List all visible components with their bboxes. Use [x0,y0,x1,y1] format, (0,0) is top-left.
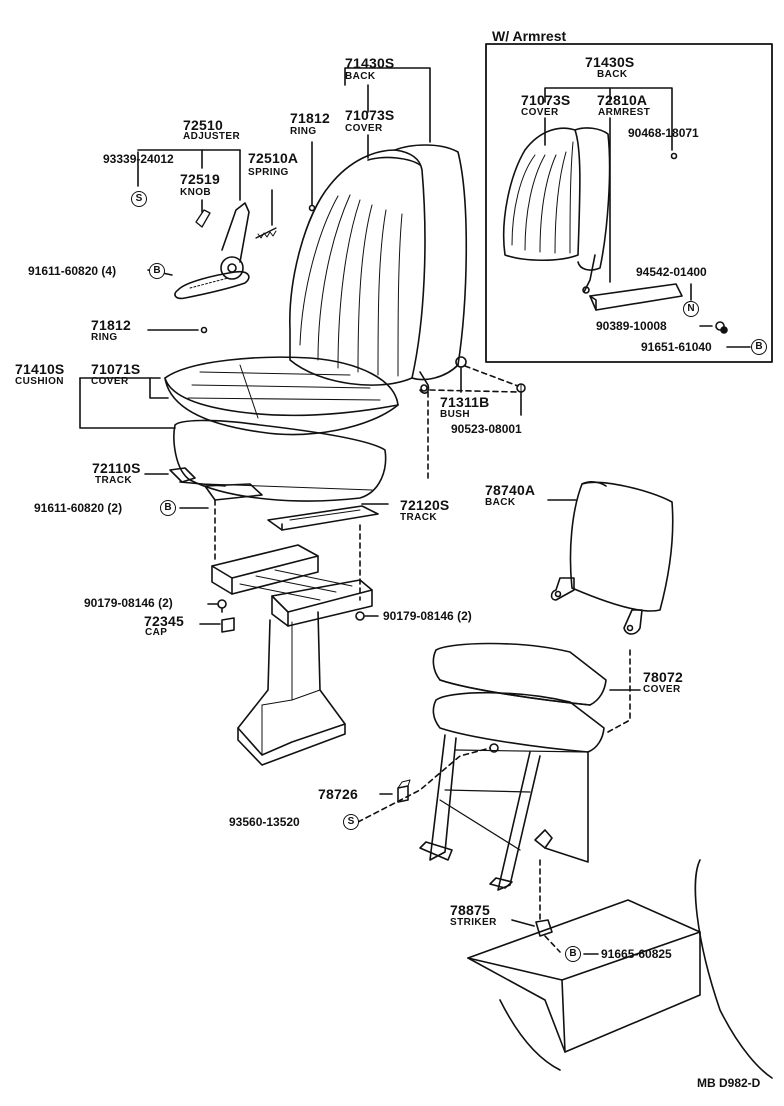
part-number-71430S-armrest: 71430S [585,54,635,70]
part-name-cushion: CUSHION [15,376,64,387]
inset-armrest [589,283,683,311]
part-number-93339-24012: 93339-24012 [103,152,174,166]
part-name-ring-lower: RING [91,332,118,343]
part-number-72519: 72519 [180,171,220,187]
part-number-90179-08146-left: 90179-08146 (2) [84,596,173,610]
jump-seat-cushion [432,642,607,753]
floor-pan [467,859,773,1079]
part-name-spring: SPRING [248,167,289,178]
part-number-72120S: 72120S [400,497,450,513]
part-name-bush: BUSH [440,409,470,420]
part-number-78072: 78072 [643,669,683,685]
part-name-striker: STRIKER [450,917,497,928]
part-number-72810A: 72810A [597,92,648,108]
part-number-72510: 72510 [183,117,223,133]
part-number-91665-60825: 91665-60825 [601,947,672,961]
badge-b-91651: B [751,339,767,355]
part-number-78740A: 78740A [485,482,536,498]
part-number-71410S: 71410S [15,361,65,377]
seat-back [289,144,468,394]
part-name-cover-cushion: COVER [91,376,129,387]
part-number-72110S: 72110S [92,460,141,476]
part-number-71073S: 71073S [345,107,395,123]
part-number-90179-08146-right: 90179-08146 (2) [383,609,472,623]
part-name-track-right: TRACK [400,512,437,523]
jump-seat-frame [419,734,589,891]
part-number-78875: 78875 [450,902,490,918]
part-number-91651-61040: 91651-61040 [641,340,712,354]
part-name-armrest: ARMREST [598,107,651,118]
part-number-78726: 78726 [318,786,358,802]
part-name-cover-back: COVER [345,123,383,134]
part-number-94542-01400: 94542-01400 [636,265,707,279]
part-name-track-left: TRACK [95,475,132,486]
badge-b-91611-4: B [149,263,165,279]
badge-s-93560: S [343,814,359,830]
part-number-90468-18071: 90468-18071 [628,126,699,140]
track-left [169,467,263,501]
part-number-71311B: 71311B [440,394,490,410]
part-name-back-jump: BACK [485,497,516,508]
part-number-71812-ring-lower: 71812 [91,317,131,333]
part-number-71073S-armrest: 71073S [521,92,571,108]
pedestal [211,544,373,766]
inset-seat-back [502,127,611,294]
part-name-cover-armrest: COVER [521,107,559,118]
part-number-72345: 72345 [144,613,184,629]
part-number-90523-08001: 90523-08001 [451,422,522,436]
adjuster [174,202,277,300]
part-name-cover-jump: COVER [643,684,681,695]
part-number-90389-10008: 90389-10008 [596,319,667,333]
part-number-93560-13520: 93560-13520 [229,815,300,829]
inset-title: W/ Armrest [492,28,567,44]
part-number-71430S: 71430S [345,55,395,71]
badge-b-91665: B [565,946,581,962]
drawing-code: MB D982-D [697,1076,761,1090]
badge-b-91611-2: B [160,500,176,516]
inset-frame [485,43,773,363]
track-right [267,505,379,531]
part-name-adjuster: ADJUSTER [183,131,241,142]
part-number-71071S: 71071S [91,361,141,377]
part-number-91611-60820-4: 91611-60820 (4) [28,264,117,278]
part-number-72510A: 72510A [248,150,299,166]
part-name-knob: KNOB [180,187,212,198]
part-name-back-armrest: BACK [597,69,628,80]
badge-n: N [683,301,699,317]
part-name-back: BACK [345,71,376,82]
jump-seat-back [550,481,674,635]
part-name-cap: CAP [145,627,168,638]
badge-s-93339: S [131,191,147,207]
part-number-71812-ring-top: 71812 [290,110,330,126]
part-name-ring-top: RING [290,126,317,137]
seat-cushion [164,356,399,502]
part-number-91611-60820-2: 91611-60820 (2) [34,501,123,515]
